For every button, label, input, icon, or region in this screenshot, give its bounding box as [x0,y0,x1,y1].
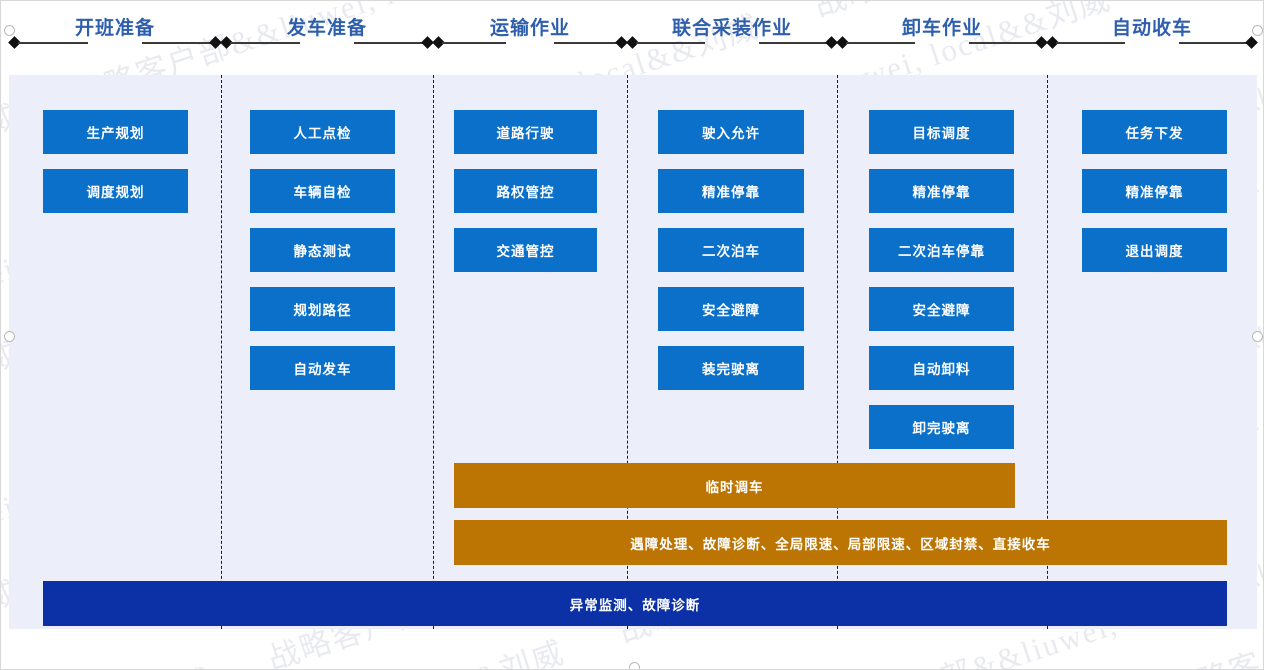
process-node[interactable]: 调度规划 [43,169,188,213]
phase-line-left-6 [1056,42,1125,44]
process-node[interactable]: 卸完驶离 [869,405,1014,449]
monitoring-bar: 异常监测、故障诊断 [43,581,1227,626]
column-divider-4 [837,75,838,629]
exception-bar-label-2: 遇障处理、故障诊断、全局限速、局部限速、区域封禁、直接收车 [630,536,1051,552]
process-node-label: 安全避障 [912,303,971,318]
phase-connector-4 [626,36,838,49]
phase-line-left-1 [18,42,88,44]
resize-handle-right-top[interactable] [1252,25,1263,36]
process-node-label: 车辆自检 [293,185,352,200]
process-node-label: 任务下发 [1125,126,1184,141]
process-node-label: 精准停靠 [1125,185,1184,200]
process-node-label: 精准停靠 [702,185,760,200]
phase-line-left-4 [636,42,705,44]
process-node-label: 自动发车 [293,362,352,377]
phase-title-4: 联合采装作业 [671,18,792,39]
process-node-label: 装完驶离 [702,362,760,377]
process-node-label: 自动卸料 [912,362,971,377]
phase-line-right-2 [354,42,424,44]
process-node[interactable]: 目标调度 [869,110,1014,154]
phase-line-left-2 [230,42,300,44]
process-node[interactable]: 驶入允许 [658,110,804,154]
process-node[interactable]: 自动发车 [250,346,395,390]
process-node-label: 安全避障 [702,303,760,318]
process-node[interactable]: 安全避障 [658,287,804,331]
process-node[interactable]: 静态测试 [250,228,395,272]
process-node[interactable]: 人工点检 [250,110,395,154]
column-divider-3 [627,75,628,629]
resize-handle-left-top[interactable] [4,25,15,36]
process-node[interactable]: 退出调度 [1082,228,1227,272]
process-node-label: 二次泊车 [702,244,760,259]
column-divider-5 [1047,75,1048,629]
phase-title-6: 自动收车 [1111,18,1192,39]
column-divider-2 [433,75,434,629]
phase-line-right-6 [1179,42,1248,44]
process-node-label: 精准停靠 [912,185,971,200]
process-node-label: 静态测试 [293,244,352,259]
phase-2[interactable]: 发车准备 [220,1,434,75]
phase-header: 开班准备 发车准备 运输作业 联合采装作业 卸车作业 自动收车 [1,1,1263,75]
phase-line-right-4 [759,42,828,44]
process-node[interactable]: 二次泊车停靠 [869,228,1014,272]
resize-handle-bottom-center[interactable] [629,662,640,669]
process-node-label: 生产规划 [86,126,145,141]
process-node[interactable]: 车辆自检 [250,169,395,213]
phase-3[interactable]: 运输作业 [432,1,628,75]
process-node[interactable]: 交通管控 [454,228,597,272]
phase-5[interactable]: 卸车作业 [836,1,1048,75]
process-node[interactable]: 精准停靠 [1082,169,1227,213]
process-node[interactable]: 路权管控 [454,169,597,213]
exception-bar-1[interactable]: 临时调车 [454,463,1015,508]
process-node[interactable]: 装完驶离 [658,346,804,390]
phase-line-right-1 [142,42,212,44]
phase-connector-5 [836,36,1048,49]
process-node[interactable]: 生产规划 [43,110,188,154]
phase-connector-1 [8,36,222,49]
process-node[interactable]: 道路行驶 [454,110,597,154]
phase-1[interactable]: 开班准备 [8,1,222,75]
monitoring-bar-label: 异常监测、故障诊断 [569,597,701,613]
phase-title-1: 开班准备 [74,18,155,39]
process-node-label: 调度规划 [86,185,145,200]
phase-marker-end-6 [1245,36,1258,49]
process-node-label: 目标调度 [912,126,971,141]
phase-line-right-5 [969,42,1038,44]
process-node[interactable]: 精准停靠 [658,169,804,213]
process-node[interactable]: 自动卸料 [869,346,1014,390]
process-node[interactable]: 安全避障 [869,287,1014,331]
phase-4[interactable]: 联合采装作业 [626,1,838,75]
column-divider-1 [221,75,222,629]
process-node[interactable]: 规划路径 [250,287,395,331]
phase-line-right-3 [554,42,618,44]
phase-line-left-5 [846,42,915,44]
process-node-label: 道路行驶 [496,126,555,141]
exception-bar-2[interactable]: 遇障处理、故障诊断、全局限速、局部限速、区域封禁、直接收车 [454,520,1227,565]
process-node-label: 二次泊车停靠 [898,244,985,259]
exception-bar-label-1: 临时调车 [705,479,764,495]
process-node[interactable]: 二次泊车 [658,228,804,272]
process-node[interactable]: 任务下发 [1082,110,1227,154]
phase-title-2: 发车准备 [286,18,367,39]
phase-title-3: 运输作业 [489,18,570,39]
process-node-label: 卸完驶离 [912,421,971,436]
process-node[interactable]: 精准停靠 [869,169,1014,213]
phase-connector-2 [220,36,434,49]
process-node-label: 路权管控 [496,185,555,200]
process-node-label: 驶入允许 [702,126,760,141]
resize-handle-left-middle[interactable] [4,331,15,342]
phase-connector-3 [432,36,628,49]
phase-connector-6 [1046,36,1258,49]
process-node-label: 交通管控 [496,244,555,259]
phase-line-left-3 [442,42,506,44]
phase-6[interactable]: 自动收车 [1046,1,1258,75]
process-node-label: 规划路径 [293,303,352,318]
resize-handle-right-middle[interactable] [1252,331,1263,342]
process-node-label: 退出调度 [1125,244,1184,259]
phase-title-5: 卸车作业 [901,18,982,39]
process-node-label: 人工点检 [293,126,352,141]
